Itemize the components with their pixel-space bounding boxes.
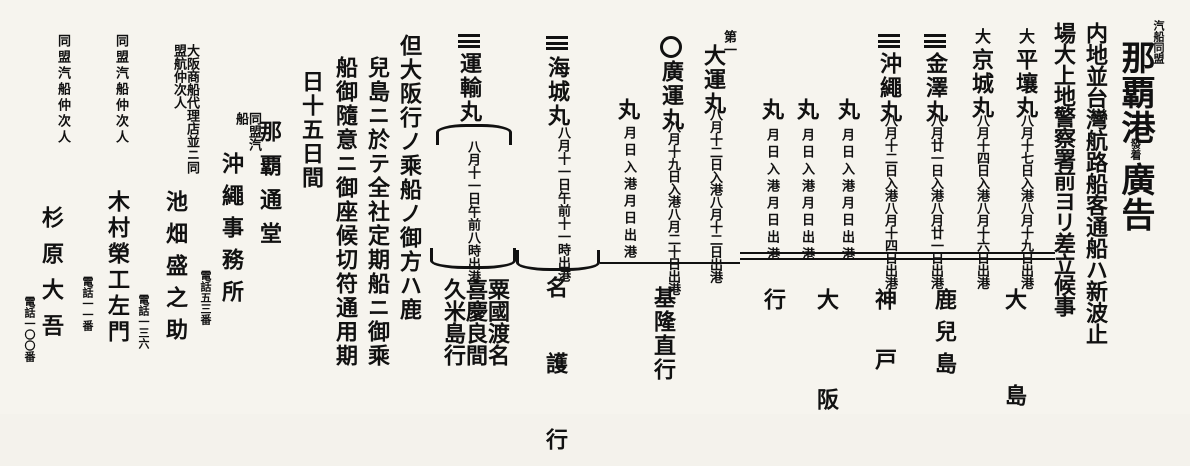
ship-name: 丸 — [758, 98, 784, 122]
ship-name: 廣運丸 — [658, 60, 684, 132]
ship-name: 丸 — [614, 98, 640, 122]
ship-dates: 八月十二日入港八月十四日出港 — [882, 114, 897, 289]
note-line-1: 但大阪行ノ乘船ノ御方ハ鹿 — [396, 34, 422, 322]
ship-destination: 鹿兒島 — [931, 288, 957, 384]
ship-name: 京城丸 — [968, 48, 994, 120]
ship-dates: 八月十四日入港八月十六日出港 — [974, 114, 989, 289]
ship-dates: 月日入港月日出港 — [764, 128, 779, 264]
ship-destination: 基隆直行 — [650, 286, 676, 382]
notice-line-1: 内地並台灣航路船客通船ハ新波止 — [1082, 22, 1108, 345]
newspaper-advertisement: 汽船同盟 那覇港 發着 廣告 内地並台灣航路船客通船ハ新波止 場大上地警察署前ヨ… — [23, 20, 1165, 466]
ship-destination: 神 戸 — [871, 288, 897, 378]
ship-mark: 第一 — [721, 30, 736, 56]
agent-telephone: 電話一三六 — [137, 294, 150, 349]
divider-rule — [740, 258, 1055, 260]
note-line-2: 兒島ニ於テ全社定期船ニ御乘 — [364, 56, 390, 368]
ship-name: 金澤丸 — [922, 52, 948, 124]
ad-title-tail: 廣告 — [1115, 162, 1155, 232]
note-line-3: 船御隨意ニ御座候切符通用期 — [332, 56, 358, 368]
local-ship-dates: 八月十一日午前十一時出港 — [555, 126, 570, 282]
ship-name: 大運丸 — [700, 44, 726, 116]
ship-dates: 月日入港月日出港 — [621, 126, 636, 262]
company-small-label: 汽船同盟 — [1152, 20, 1165, 64]
agent-role: 同盟汽船仲次人 — [55, 34, 70, 146]
note-line-4: 日十五日間 — [298, 70, 324, 190]
ship-name: 丸 — [793, 98, 819, 122]
local-ship-dates: 八月十一日午前八時出港 — [465, 140, 480, 283]
notice-line-2: 場大上地警察署前ヨリ差立候事 — [1050, 22, 1076, 316]
bracket-mark — [436, 124, 512, 145]
local-ship-destination: 粟國渡名喜慶良間久米島行 — [440, 278, 510, 366]
divider-rule — [600, 262, 740, 264]
agent-name: 木村榮工左門 — [104, 190, 130, 346]
local-ship-name: 運輸丸 — [456, 52, 482, 124]
agent-telephone: 電話一〇〇番 — [23, 296, 36, 362]
ship-dates: 月日入港月日出港 — [839, 128, 854, 264]
agent-role: 大阪商船代理店並ニ同盟航仲次人 — [171, 44, 199, 174]
ship-mark: 大 — [972, 28, 991, 45]
ship-destination: 行 — [760, 288, 786, 312]
divider-rule — [740, 252, 1055, 254]
three-bars-mark — [878, 34, 900, 48]
ship-dates: 八月廿一日入港八月廿一日出港 — [928, 114, 943, 289]
ship-dates: 月日入港月日出港 — [799, 128, 814, 264]
agent-name: 那覇通堂 — [256, 120, 282, 256]
local-ship-name: 海城丸 — [544, 56, 570, 128]
ship-dates: 八月十九日入港八月二十日出港 — [665, 120, 680, 295]
agent-role: 同盟汽船仲次人 — [113, 34, 128, 146]
agent-telephone: 電話五三番 — [199, 270, 212, 325]
three-bars-mark — [546, 36, 568, 50]
ship-dates: 八月十七日入港八月十九日出港 — [1018, 114, 1033, 289]
agent-name: 沖繩事務所 — [218, 152, 244, 312]
agent-role: 同盟汽船 — [233, 112, 261, 151]
ship-destination: 大 島 — [1001, 288, 1027, 432]
agent-telephone: 電話一一番 — [81, 276, 94, 331]
agent-name: 池畑盛之助 — [162, 190, 188, 350]
local-ship-destination: 名 護 行 — [542, 276, 568, 466]
agent-name: 杉原大吾 — [38, 206, 64, 350]
three-bars-mark — [924, 34, 946, 48]
three-bars-mark — [458, 34, 480, 48]
ship-mark: 大 — [1016, 28, 1035, 45]
ship-dates: 八月十二日入港八月十二日出港 — [707, 108, 722, 283]
ship-name: 平壤丸 — [1012, 48, 1038, 120]
circle-mark-icon — [660, 36, 682, 58]
title-small-label: 發着 — [1129, 138, 1142, 160]
ship-name: 丸 — [834, 98, 860, 122]
ship-name: 沖繩丸 — [876, 52, 902, 124]
ship-destination: 大 阪 — [813, 288, 839, 438]
bracket-mark — [516, 250, 600, 271]
ad-title: 那覇港 — [1115, 40, 1155, 145]
bracket-mark — [430, 248, 516, 269]
